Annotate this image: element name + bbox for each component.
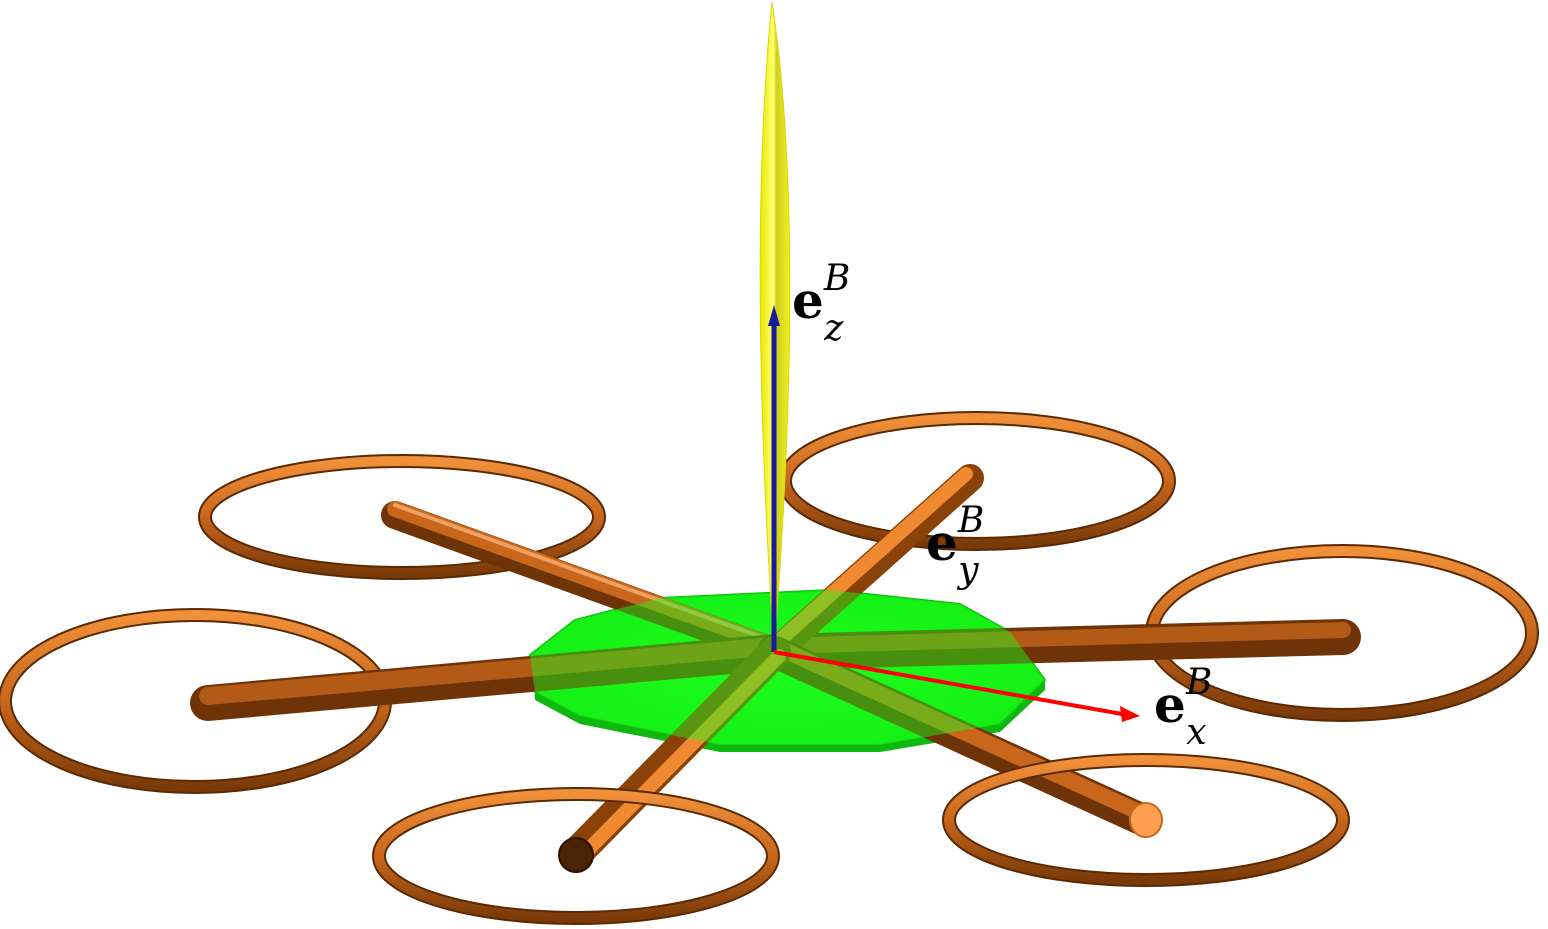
arm-front-right [759, 636, 1163, 838]
arm-back-right [761, 464, 984, 666]
rotor-ring-front-left [372, 787, 780, 925]
rotor-ring-back-left [198, 454, 606, 580]
arm-right [757, 619, 1361, 670]
arm-front-left [558, 636, 791, 873]
arm-back-left [381, 501, 789, 666]
axis-z-arrow [768, 305, 780, 652]
arm-left [190, 634, 793, 721]
rotor-ring-front-right [942, 753, 1350, 887]
body-overlay [530, 590, 1045, 745]
axis-x-arrow [773, 650, 1140, 722]
